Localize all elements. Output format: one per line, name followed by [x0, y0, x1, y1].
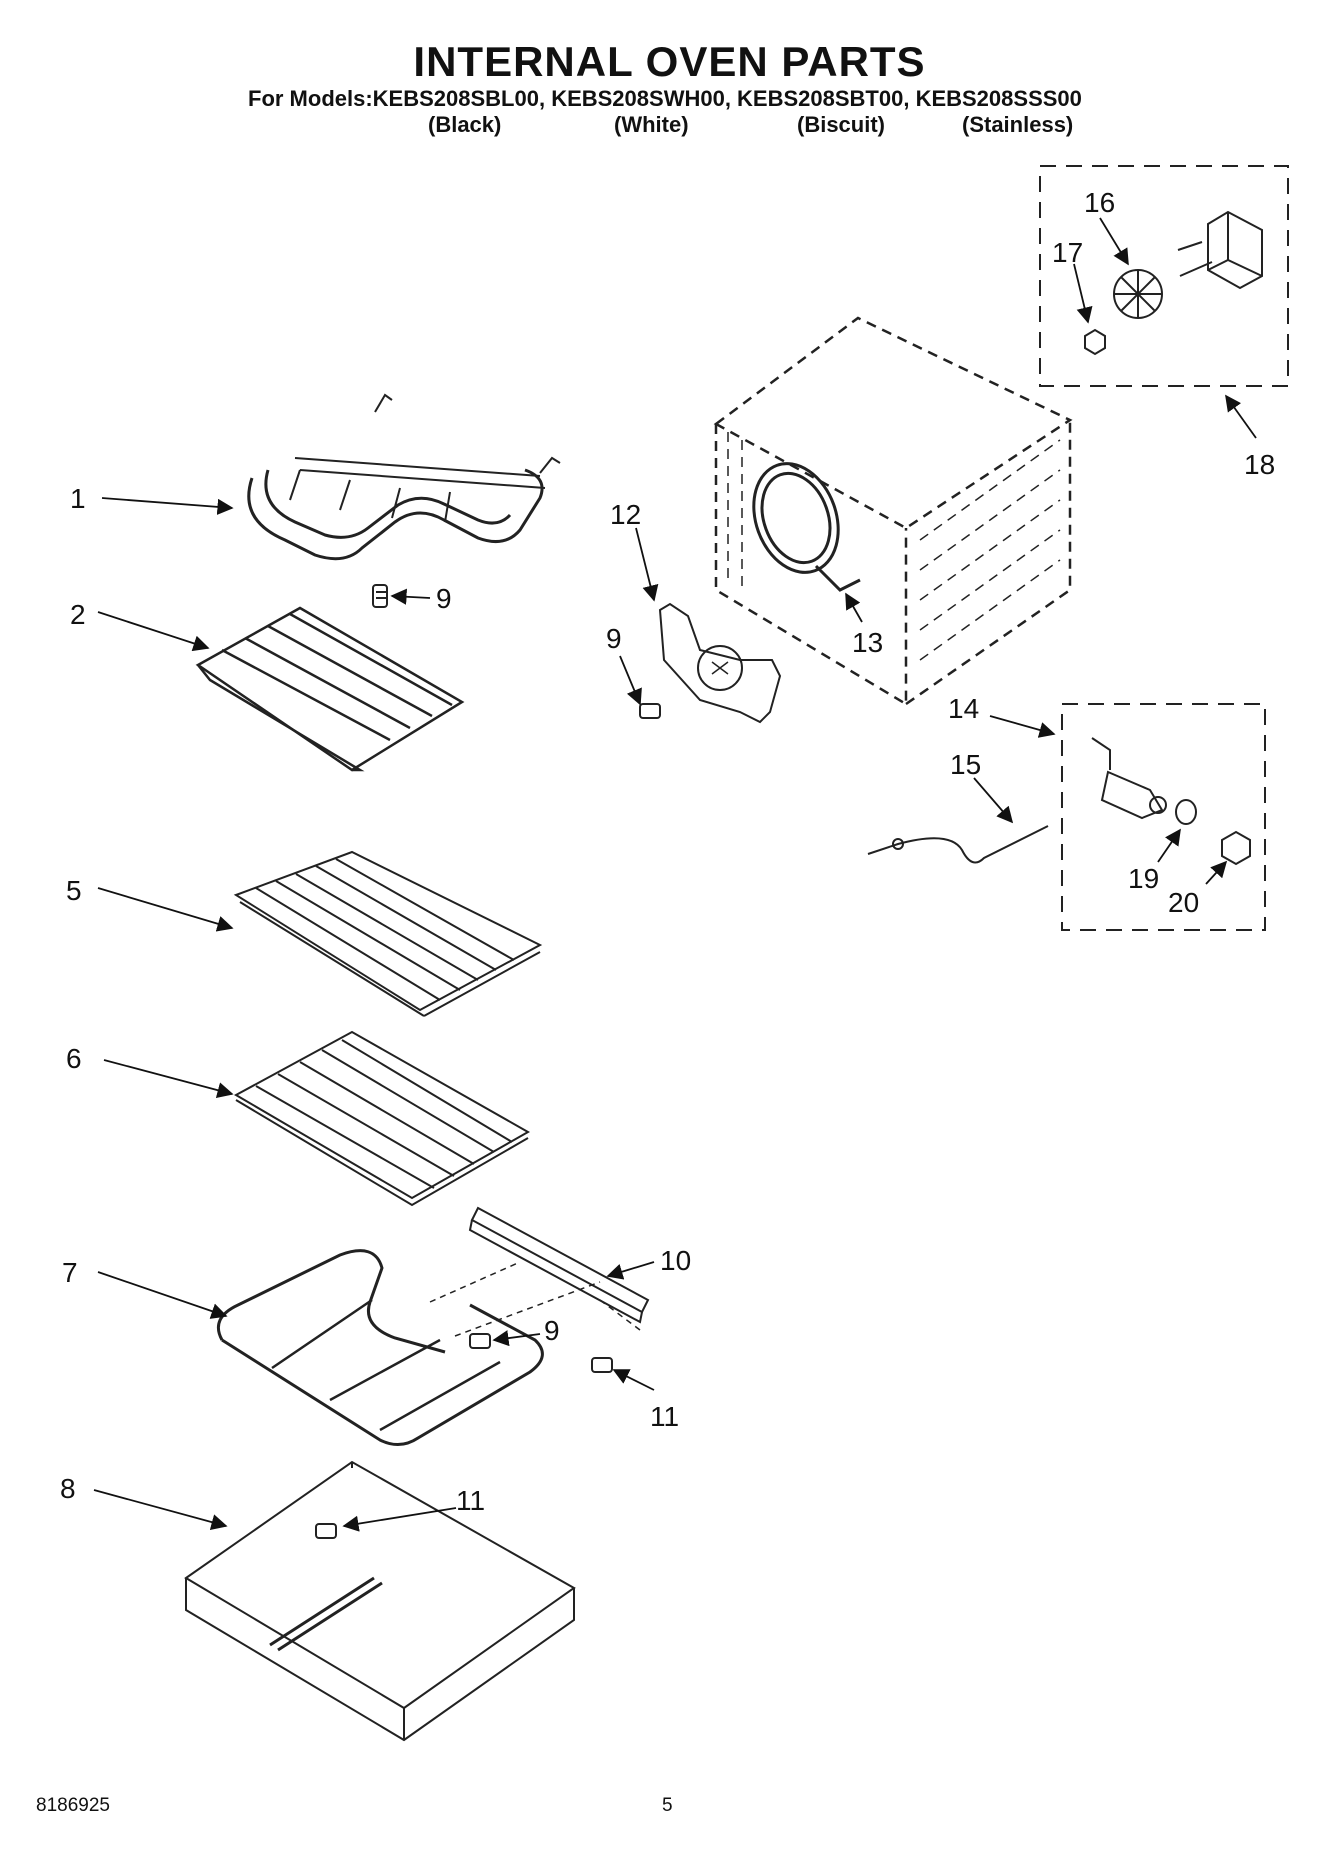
callout-16: 16: [1084, 187, 1115, 218]
callout-20: 20: [1168, 887, 1199, 918]
variant-black: (Black): [428, 112, 502, 137]
meat-probe: [867, 825, 1049, 864]
callout-1: 1: [70, 483, 86, 514]
callout-11-panel: 11: [456, 1485, 485, 1516]
callout-2: 2: [70, 599, 86, 630]
light-socket: [1091, 737, 1167, 820]
callout-9-upper: 9: [436, 583, 452, 614]
callout-8: 8: [60, 1473, 76, 1504]
callout-7: 7: [62, 1257, 78, 1288]
nut-20: [1221, 830, 1251, 866]
fan-blade: [1113, 269, 1163, 319]
screw-9-upper: [372, 584, 388, 608]
callout-13: 13: [852, 627, 883, 658]
heat-deflector: [195, 606, 465, 772]
callout-15: 15: [950, 749, 981, 780]
page-number: 5: [662, 1795, 673, 1816]
variant-white: (White): [614, 112, 689, 137]
screw-11-lower: [591, 1357, 613, 1373]
callout-18: 18: [1244, 449, 1275, 480]
callout-arrows: [93, 217, 1257, 1532]
callout-14: 14: [948, 693, 979, 724]
oven-cavity: [713, 316, 1073, 707]
callout-9-cover: 9: [606, 623, 622, 654]
callout-19: 19: [1128, 863, 1159, 894]
callout-5: 5: [66, 875, 82, 906]
page-title: INTERNAL OVEN PARTS: [413, 38, 926, 85]
callout-6: 6: [66, 1043, 82, 1074]
broil-element: [247, 393, 561, 561]
callout-17: 17: [1052, 237, 1083, 268]
screw-11-panel: [315, 1523, 337, 1539]
element-bracket: [468, 1206, 650, 1324]
bake-element: [217, 1249, 544, 1446]
gasket-19: [1175, 799, 1197, 825]
variant-stainless: (Stainless): [962, 112, 1074, 137]
callout-9-lower: 9: [544, 1315, 560, 1346]
oven-rack: [233, 850, 543, 1017]
convection-element: [752, 462, 861, 592]
models-line: For Models:KEBS208SBL00, KEBS208SWH00, K…: [248, 86, 1082, 111]
callout-labels: 1 2 9 5 6 7 8 10 9 11 11 12 9 13 14 15 1…: [60, 187, 1275, 1516]
callout-10: 10: [660, 1245, 691, 1276]
screw-9-cover: [639, 703, 661, 719]
roll-out-rack: [233, 1030, 531, 1207]
hex-nut-17: [1084, 328, 1106, 356]
document-number: 8186925: [36, 1795, 110, 1816]
light-assembly-box: [1061, 703, 1266, 931]
callout-11-lower: 11: [650, 1401, 679, 1432]
callout-12: 12: [610, 499, 641, 530]
screw-9-lower: [469, 1333, 491, 1349]
variant-biscuit: (Biscuit): [797, 112, 885, 137]
fan-cover: [658, 602, 782, 724]
bottom-panel: [184, 1460, 576, 1742]
fan-motor: [1177, 210, 1263, 290]
